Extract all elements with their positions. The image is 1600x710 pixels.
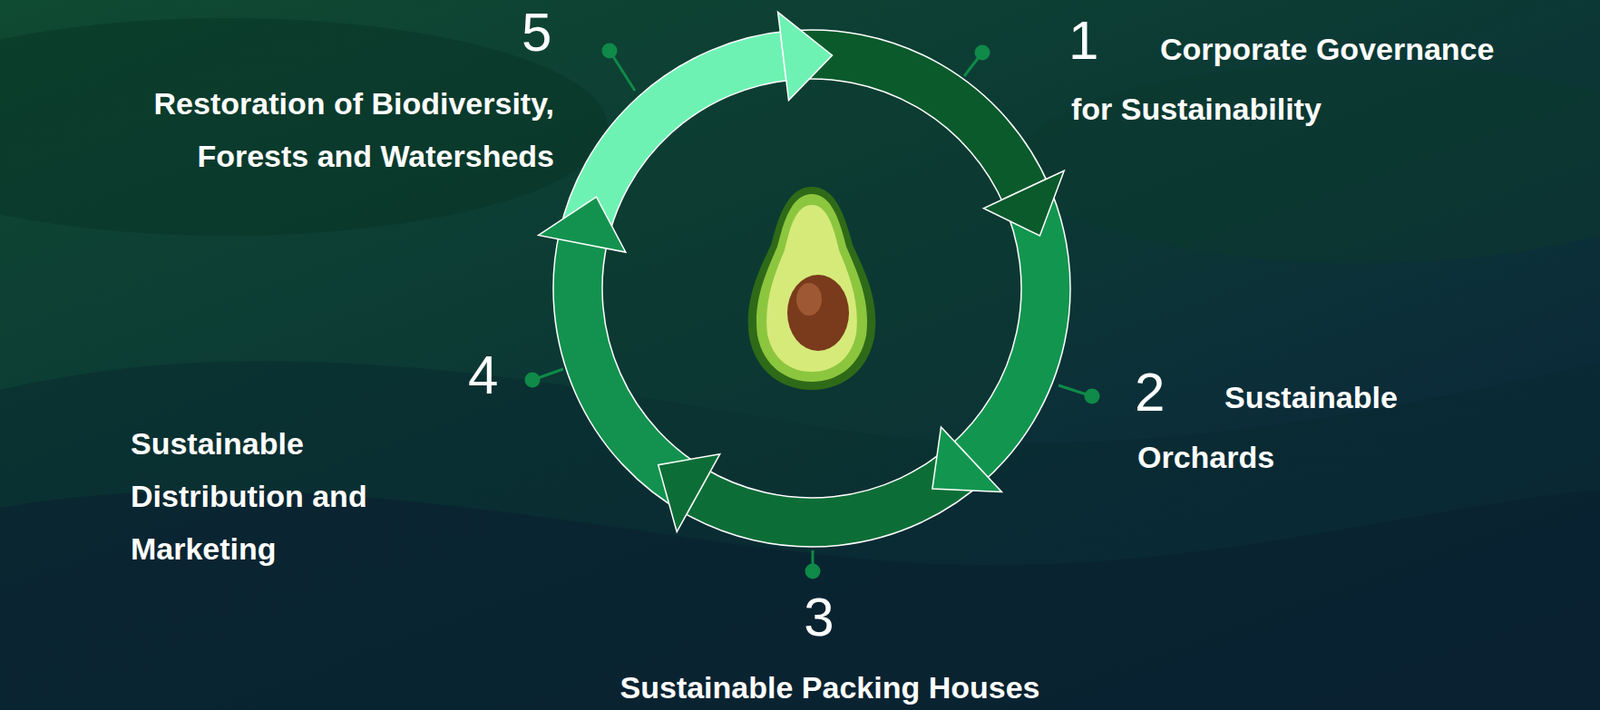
step-label: Corporate Governance for Sustainability [1071,19,1521,139]
step-number: 2 [1134,365,1165,420]
avocado-illustration [748,186,877,391]
ring-arrowhead [658,454,721,533]
step-number: 4 [468,348,498,403]
ring-arrowhead [983,170,1064,236]
step-number: 3 [803,590,834,645]
step-label: Restoration of Biodiversity, Forests and… [127,77,555,183]
ring-segments [538,11,1071,547]
step-label: Sustainable Packing Houses [620,669,1041,706]
step-label: Sustainable Orchards [1137,367,1501,488]
ring-segment [949,179,1071,484]
ring-arrowhead [778,11,833,100]
step-label: Sustainable Distribution and Marketing [130,417,440,576]
ring-arrowhead [538,196,626,253]
leader-lines [526,44,1099,578]
step-number: 1 [1068,13,1099,69]
ring-arrowhead [932,427,1003,493]
step-number: 5 [521,5,552,60]
